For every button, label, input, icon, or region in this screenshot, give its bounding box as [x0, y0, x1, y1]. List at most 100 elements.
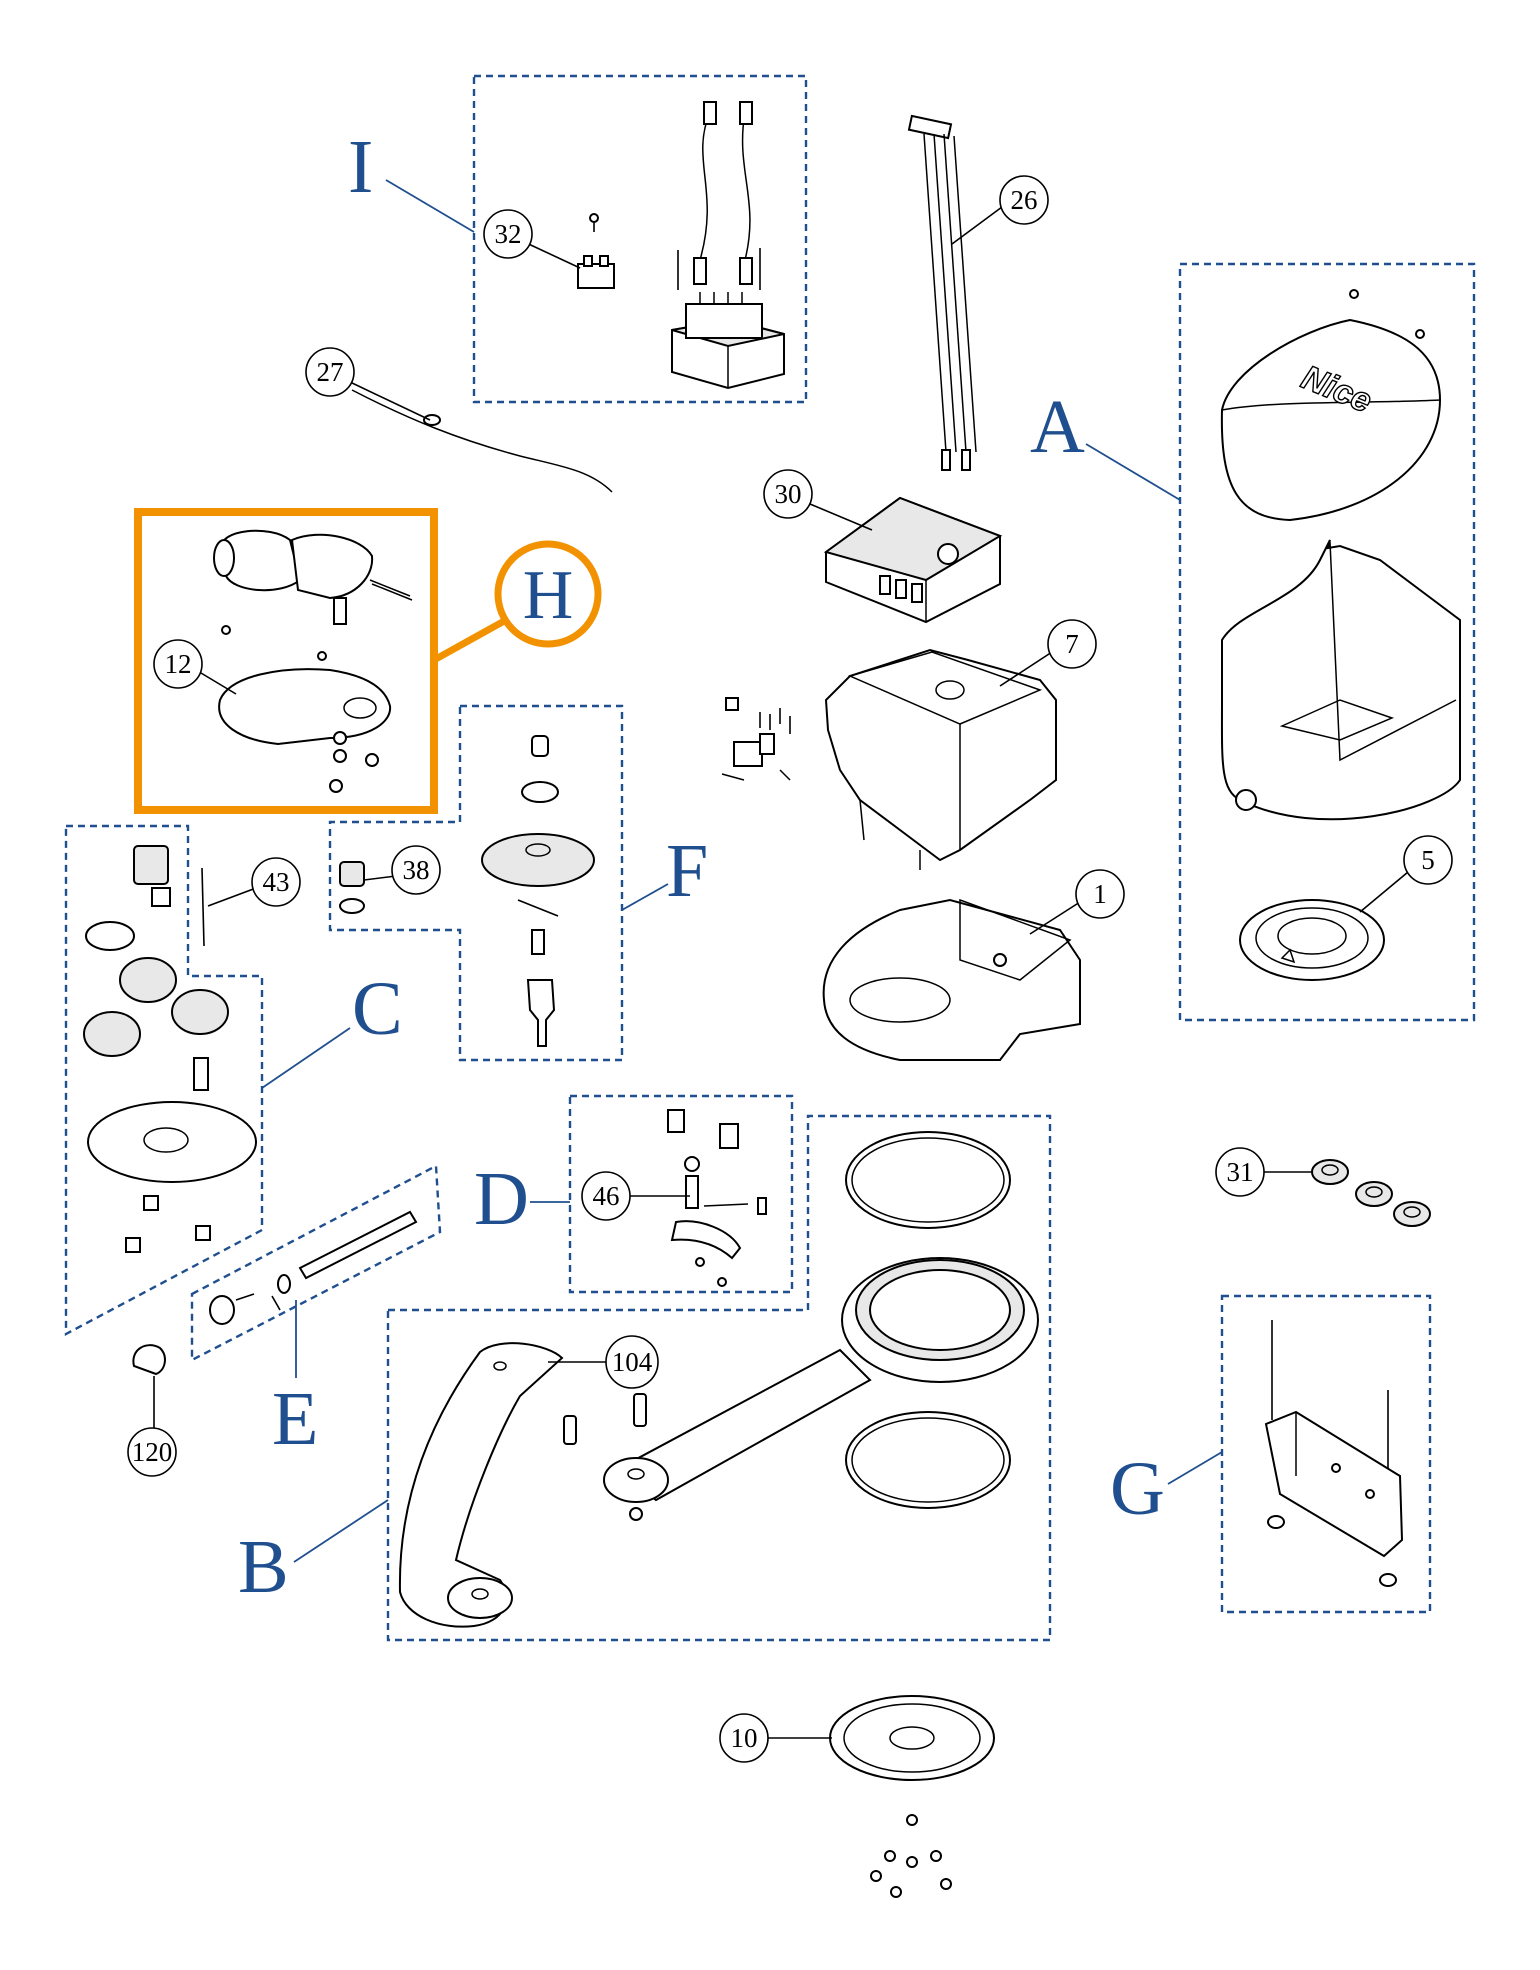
callout-26-leader	[951, 203, 1007, 245]
group-e-box	[190, 1164, 442, 1362]
release-key: 120	[127, 1344, 177, 1477]
seal-disk	[1239, 899, 1385, 981]
arm-pin-left	[563, 1415, 577, 1445]
motor-base	[822, 898, 1081, 1061]
callout-10-circle	[719, 1713, 769, 1763]
group-f-box	[328, 704, 624, 1062]
curved-arm	[398, 1342, 564, 1628]
encoder-screws	[870, 1814, 952, 1898]
group-d-label: D	[474, 1157, 529, 1241]
callout-120-label: 120	[132, 1437, 173, 1467]
arm-pin-right	[633, 1393, 647, 1427]
callout-32-circle	[483, 209, 533, 259]
pinion-38	[339, 861, 365, 887]
fuse-holder	[577, 213, 615, 289]
ribbon-cable: 26	[907, 114, 1049, 471]
callout-38-circle	[391, 845, 441, 895]
group-c: C 43	[64, 824, 403, 1336]
callout-7-label: 7	[1065, 629, 1079, 659]
callout-43-circle	[251, 857, 301, 907]
group-h: H 12	[134, 508, 602, 814]
group-f-label: F	[666, 829, 708, 913]
callout-38-label: 38	[403, 855, 430, 885]
middle-housing	[1220, 539, 1461, 821]
callout-1-circle	[1075, 869, 1125, 919]
control-board: 30	[763, 469, 1003, 624]
group-g-leader	[1167, 1451, 1223, 1485]
gear-shaft-assembly	[481, 735, 595, 1047]
group-a-box	[1178, 262, 1476, 1022]
callout-1-leader	[1029, 901, 1081, 935]
group-a: A Nice 5	[1030, 262, 1476, 1022]
callout-104-circle	[605, 1335, 659, 1389]
callout-31-label: 31	[1227, 1157, 1254, 1187]
callout-46-label: 46	[593, 1181, 620, 1211]
group-b-leader	[293, 1499, 389, 1563]
group-h-label: H	[523, 557, 574, 634]
o-ring-top	[845, 1131, 1011, 1229]
callout-5-leader	[1359, 871, 1409, 913]
encoder-disk: 10	[719, 1695, 995, 1898]
group-c-leader	[261, 1027, 351, 1089]
wire-connector-bottom-left	[693, 257, 707, 285]
wire-right	[741, 111, 751, 261]
gear-motor	[213, 529, 413, 625]
group-i-leader	[385, 179, 475, 233]
small-parts	[667, 1109, 767, 1287]
group-i-label: I	[348, 125, 373, 209]
callout-27-label: 27	[317, 357, 344, 387]
callout-26-circle	[999, 175, 1049, 225]
group-b-label: B	[238, 1525, 289, 1609]
ribbon-cable-connector	[907, 114, 953, 140]
cable-27: 27	[305, 347, 613, 493]
callout-30-circle	[763, 469, 813, 519]
group-g-label: G	[1110, 1447, 1165, 1531]
callout-7-circle	[1047, 619, 1097, 669]
group-d-box	[568, 1094, 794, 1294]
callout-31-circle	[1215, 1147, 1265, 1197]
callout-5-circle	[1403, 835, 1453, 885]
group-f: F 38	[328, 704, 708, 1062]
callout-32-label: 32	[495, 219, 522, 249]
callout-12-label: 12	[165, 649, 192, 679]
callout-5-label: 5	[1421, 845, 1435, 875]
limit-switch-assembly	[721, 697, 791, 781]
group-h-highlight-box	[134, 508, 438, 814]
gear-stack	[83, 845, 257, 1253]
release-shaft	[209, 1210, 418, 1325]
callout-1-label: 1	[1093, 879, 1107, 909]
group-i: I 32	[348, 74, 808, 404]
group-f-leader	[621, 883, 669, 911]
group-b-box	[386, 1114, 1052, 1642]
cable-27-wire	[351, 389, 613, 493]
callout-43-leader	[207, 887, 257, 907]
group-g-box	[1220, 1294, 1432, 1614]
o-ring-bottom	[845, 1411, 1011, 1509]
callout-12-leader	[195, 669, 237, 695]
main-arm	[603, 1257, 1039, 1503]
callout-7-leader	[999, 651, 1053, 687]
mounting-bracket	[1264, 1320, 1404, 1587]
callout-46-circle	[581, 1171, 631, 1221]
callout-10-label: 10	[731, 1723, 758, 1753]
group-h-highlight-circle	[494, 540, 602, 648]
motor-gasket	[218, 668, 392, 746]
group-c-box	[64, 824, 264, 1336]
bushings: 31	[1215, 1147, 1431, 1227]
group-h-leader	[432, 616, 508, 664]
group-a-leader	[1085, 443, 1181, 501]
group-i-box	[472, 74, 808, 404]
group-b: B 104	[238, 1114, 1052, 1642]
group-e-label: E	[272, 1377, 318, 1461]
inner-frame	[824, 648, 1057, 870]
callout-26-label: 26	[1011, 185, 1038, 215]
callout-30-label: 30	[775, 479, 802, 509]
wire-left	[699, 111, 711, 261]
callout-12-circle	[153, 639, 203, 689]
callout-27-circle	[305, 347, 355, 397]
group-c-label: C	[352, 967, 403, 1051]
callout-120-circle	[127, 1427, 177, 1477]
callout-27-leader	[349, 381, 431, 421]
callout-104-label: 104	[612, 1347, 653, 1377]
